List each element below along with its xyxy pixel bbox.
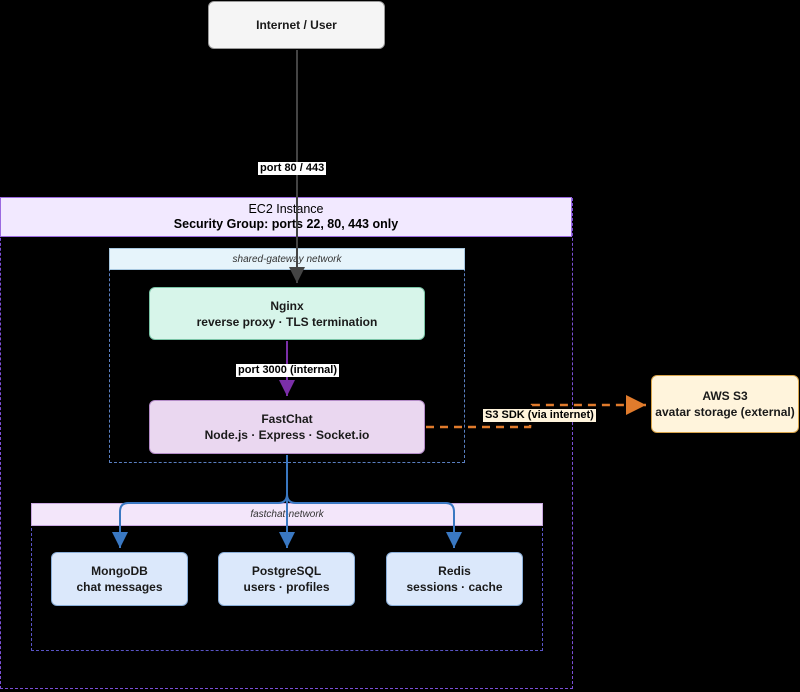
postgres-desc: users · profiles	[243, 580, 330, 594]
arrow-fastchat-to-mongodb	[112, 493, 288, 548]
edge-label-port-3000: port 3000 (internal)	[236, 364, 340, 377]
internet-user-label: Internet / User	[256, 18, 337, 32]
internet-user-node: Internet / User	[208, 1, 385, 49]
s3-desc: avatar storage (external)	[655, 405, 795, 419]
s3-name: AWS S3	[702, 389, 748, 403]
ec2-subtitle: Security Group: ports 22, 80, 443 only	[173, 217, 399, 231]
mongodb-node: MongoDB chat messages	[51, 552, 188, 606]
nginx-name: Nginx	[270, 298, 304, 313]
aws-s3-node: AWS S3 avatar storage (external)	[651, 375, 799, 433]
edge-label-port-80-443: port 80 / 443	[258, 162, 327, 175]
redis-node: Redis sessions · cache	[386, 552, 523, 606]
fastchat-desc: Node.js · Express · Socket.io	[204, 428, 370, 442]
fastchat-name: FastChat	[261, 412, 313, 426]
mongodb-name: MongoDB	[91, 564, 148, 578]
ec2-instance-header: EC2 Instance Security Group: ports 22, 8…	[0, 197, 572, 237]
redis-desc: sessions · cache	[406, 580, 503, 594]
postgres-name: PostgreSQL	[251, 564, 322, 578]
nginx-node: Nginx reverse proxy · TLS termination	[149, 287, 425, 340]
edge-label-s3-sdk: S3 SDK (via internet)	[483, 409, 596, 422]
nginx-desc: reverse proxy · TLS termination	[196, 314, 378, 329]
arrow-fastchat-to-redis	[286, 493, 462, 548]
postgres-node: PostgreSQL users · profiles	[218, 552, 355, 606]
shared-gateway-network-label: shared-gateway network	[109, 248, 465, 270]
ec2-title: EC2 Instance	[248, 202, 324, 216]
fastchat-node: FastChat Node.js · Express · Socket.io	[149, 400, 425, 454]
mongodb-desc: chat messages	[76, 580, 163, 594]
redis-name: Redis	[438, 564, 471, 578]
